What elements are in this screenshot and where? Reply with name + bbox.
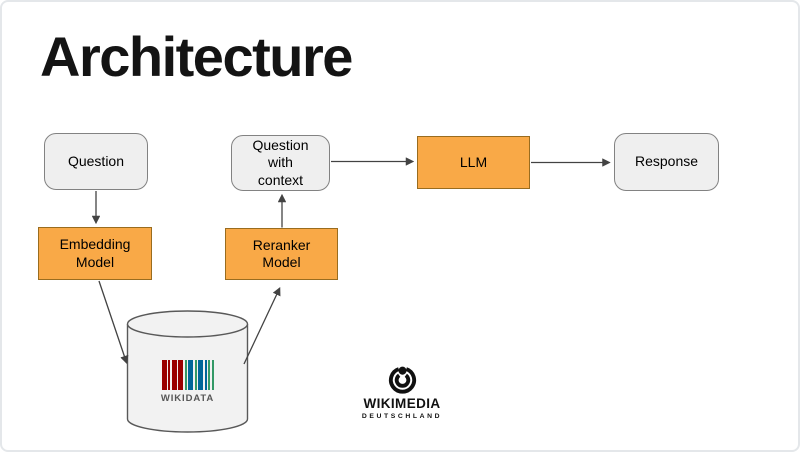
wikimedia-sub-label: DEUTSCHLAND <box>361 413 443 420</box>
wikidata-barcode-stripe <box>168 360 170 390</box>
wikidata-barcode-stripe <box>188 360 193 390</box>
database-cylinder <box>126 310 249 433</box>
node-llm: LLM <box>417 136 530 189</box>
wikidata-logo: WIKIDATA <box>151 360 224 404</box>
node-llm-label: LLM <box>459 153 488 170</box>
wikidata-barcode-stripe <box>208 360 210 390</box>
database-cylinder-body <box>126 324 249 433</box>
node-reranker-model-label: Reranker Model <box>252 236 311 271</box>
wikidata-barcode-stripe <box>211 360 214 390</box>
node-embedding-model: Embedding Model <box>38 227 152 280</box>
node-response-label: Response <box>634 153 699 170</box>
wikimedia-deutschland-logo: WIKIMEDIA DEUTSCHLAND <box>354 363 450 420</box>
wikidata-barcode-stripe <box>204 360 207 390</box>
page-title: Architecture <box>40 25 353 88</box>
node-question-with-context: Question with context <box>231 135 330 191</box>
wikidata-barcode-icon <box>151 360 224 390</box>
node-embedding-model-label: Embedding Model <box>59 236 131 270</box>
wikidata-barcode-stripe <box>198 360 203 390</box>
node-question: Question <box>44 133 148 190</box>
wikidata-barcode-stripe <box>184 360 187 390</box>
wikidata-barcode-stripe <box>171 360 177 390</box>
wikidata-barcode-stripe <box>161 360 167 390</box>
node-question-label: Question <box>67 152 125 169</box>
wikidata-barcode-stripe <box>178 360 183 390</box>
edge-wikidata-to-reranker <box>243 286 281 365</box>
edge-embedding-to-wikidata <box>98 280 129 365</box>
wikimedia-org-label: WIKIMEDIA <box>363 396 441 411</box>
database-cylinder-top <box>126 310 249 338</box>
node-question-with-context-label: Question with context <box>252 136 309 188</box>
wikimedia-mark-icon <box>388 366 416 394</box>
node-response: Response <box>614 133 719 191</box>
wikidata-barcode-stripe <box>194 360 197 390</box>
node-reranker-model: Reranker Model <box>225 228 338 280</box>
wikidata-wordmark: WIKIDATA <box>160 393 215 404</box>
